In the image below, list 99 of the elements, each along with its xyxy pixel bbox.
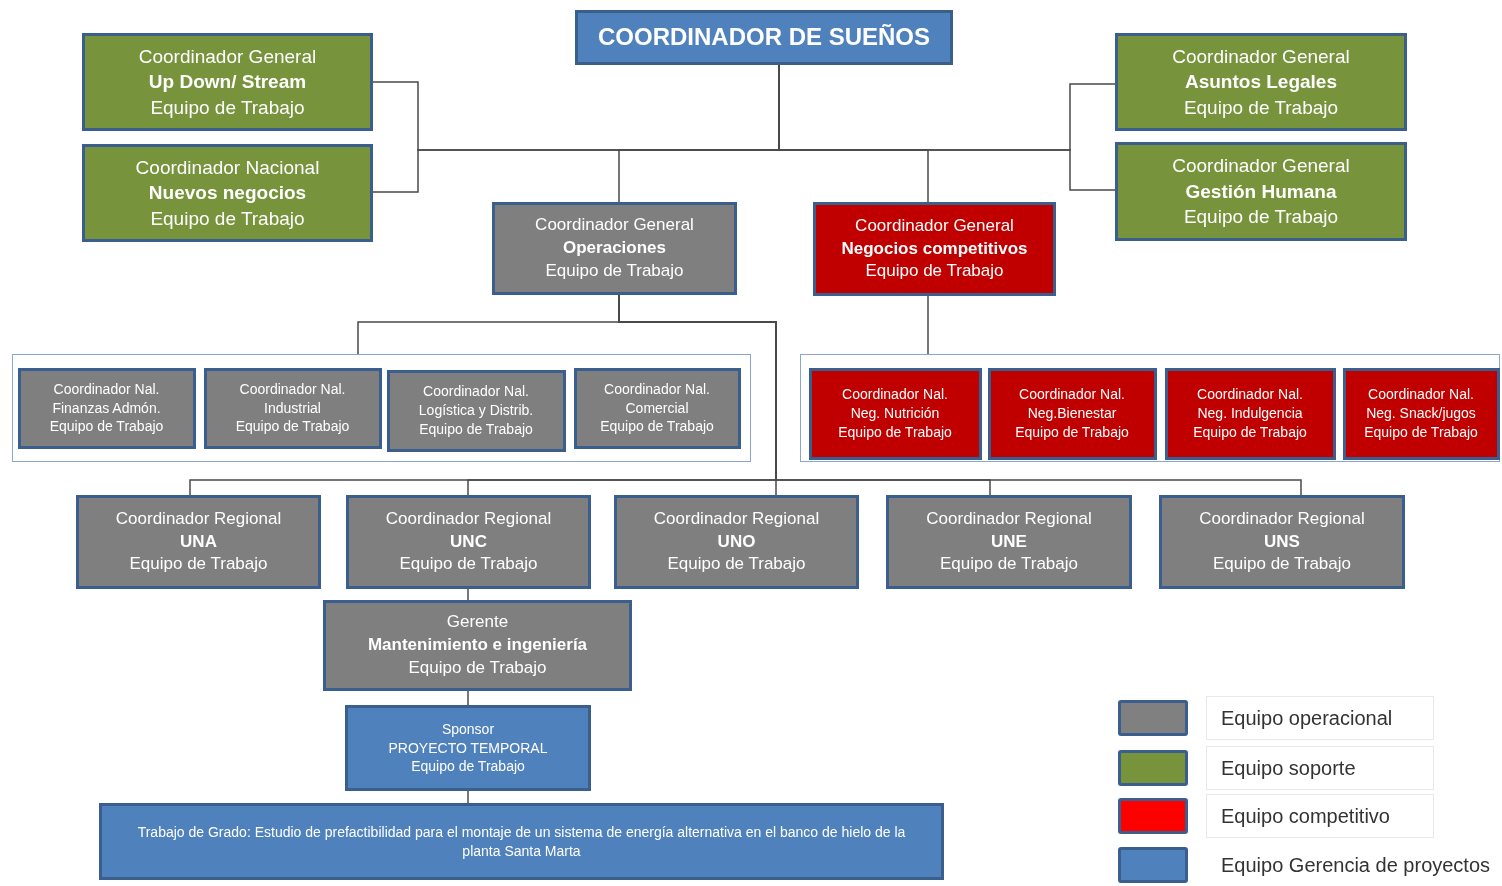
unit-name: UNA [180, 530, 217, 553]
role-title: Coordinador Regional [385, 507, 552, 530]
team-label: Equipo de Trabajo [865, 260, 1004, 283]
role-title: Coordinador Nal. [1197, 385, 1303, 405]
role-box [1159, 495, 1405, 589]
unit-name: Mantenimiento e ingeniería [367, 634, 588, 657]
role-title: Sponsor [441, 719, 495, 739]
role-box [813, 202, 1056, 296]
role-title: Coordinador General [138, 44, 317, 69]
role-title: Gerente [446, 611, 509, 634]
role-title: Coordinador Nacional [135, 155, 320, 180]
role-title: Coordinador Regional [115, 507, 282, 530]
unit-name: Nuevos negocios [148, 181, 307, 206]
role-box [323, 600, 632, 691]
role-box [573, 367, 741, 449]
unit-name: Finanzas Admón. [52, 398, 161, 418]
role-title: Coordinador General [1172, 154, 1350, 179]
chart-title: COORDINADOR DE SUEÑOS [598, 22, 930, 53]
role-box [345, 705, 591, 791]
role-box [614, 495, 859, 589]
unit-name: UNC [450, 530, 487, 553]
role-title: Coordinador General [855, 214, 1014, 237]
role-box [82, 33, 373, 131]
unit-name: Industrial [264, 398, 321, 418]
project-box [99, 803, 944, 880]
role-box [987, 367, 1157, 460]
team-label: Equipo de Trabajo [1183, 95, 1339, 120]
role-title: Coordinador General [1172, 44, 1350, 69]
role-box [1115, 142, 1407, 241]
unit-name: Negocios competitivos [841, 237, 1028, 260]
role-title: Coordinador Nal. [604, 379, 710, 399]
group-frame [12, 354, 751, 462]
role-title: Coordinador Regional [926, 507, 1092, 530]
team-label: Equipo de Trabajo [1213, 553, 1351, 576]
role-box [1342, 367, 1500, 460]
role-title: Coordinador Nal. [53, 379, 160, 399]
role-box [76, 495, 321, 589]
project-description: Trabajo de Grado: Estudio de prefactibilidad para el montaje de un sistema de energía alternativa en el banco de hielo de la planta Santa Marta [136, 822, 907, 861]
connector-line [467, 790, 469, 804]
unit-name: Neg. Snack/jugos [1366, 404, 1476, 423]
connector-line [467, 588, 469, 601]
team-label: Equipo de Trabajo [129, 553, 268, 576]
team-label: Equipo de Trabajo [419, 419, 533, 439]
legend-label: Equipo competitivo [1206, 794, 1434, 838]
connector-line [778, 64, 929, 203]
team-label: Equipo de Trabajo [667, 553, 806, 576]
connector-line [927, 295, 929, 355]
unit-name: Neg. Nutrición [850, 404, 940, 423]
title-box [575, 10, 953, 65]
unit-name: Operaciones [563, 237, 666, 260]
role-box [808, 367, 982, 460]
role-box [17, 367, 196, 449]
role-box [1164, 367, 1336, 460]
group-frame [800, 354, 1500, 462]
unit-name: UNS [1264, 530, 1300, 553]
team-label: Equipo de Trabajo [150, 95, 305, 120]
unit-name: UNO [717, 530, 756, 553]
unit-name: Logística y Distrib. [418, 401, 534, 420]
role-title: Coordinador Nal. [842, 385, 948, 405]
team-label: Equipo de Trabajo [408, 656, 547, 679]
role-title: Coordinador General [535, 214, 694, 237]
team-label: Equipo de Trabajo [1015, 422, 1129, 442]
team-label: Equipo de Trabajo [600, 417, 714, 437]
unit-name: Gestión Humana [1185, 179, 1337, 204]
role-box [886, 495, 1132, 589]
role-title: Coordinador Nal. [1368, 385, 1474, 405]
role-box [82, 144, 373, 242]
role-box [492, 202, 737, 295]
team-label: Equipo de Trabajo [545, 259, 684, 282]
unit-name: UNE [991, 530, 1027, 553]
team-label: Equipo de Trabajo [940, 553, 1078, 576]
role-box [386, 369, 566, 452]
team-label: Equipo de Trabajo [411, 757, 525, 777]
legend-label: Equipo operacional [1206, 696, 1434, 740]
legend-label: Equipo soporte [1206, 746, 1434, 790]
team-label: Equipo de Trabajo [1364, 422, 1478, 442]
role-box [346, 495, 591, 589]
team-label: Equipo de Trabajo [150, 206, 305, 231]
role-box [203, 367, 382, 449]
role-box [1115, 33, 1407, 131]
unit-name: PROYECTO TEMPORAL [388, 738, 548, 758]
unit-name: Neg. Indulgencia [1197, 404, 1303, 423]
role-title: Coordinador Regional [653, 507, 820, 530]
team-label: Equipo de Trabajo [399, 553, 538, 576]
unit-name: Comercial [625, 398, 689, 418]
role-title: Coordinador Regional [1199, 507, 1365, 530]
legend-label: Equipo Gerencia de proyectos [1220, 852, 1492, 878]
role-title: Coordinador Nal. [239, 379, 346, 399]
unit-name: Up Down/ Stream [148, 70, 307, 95]
team-label: Equipo de Trabajo [49, 417, 164, 437]
unit-name: Neg.Bienestar [1027, 404, 1117, 423]
role-title: Coordinador Nal. [1019, 385, 1125, 405]
team-label: Equipo de Trabajo [1193, 422, 1307, 442]
connector-line [467, 690, 469, 706]
team-label: Equipo de Trabajo [1183, 205, 1339, 230]
unit-name: Asuntos Legales [1184, 70, 1337, 95]
team-label: Equipo de Trabajo [235, 417, 350, 437]
role-title: Coordinador Nal. [423, 382, 529, 402]
team-label: Equipo de Trabajo [838, 422, 952, 442]
